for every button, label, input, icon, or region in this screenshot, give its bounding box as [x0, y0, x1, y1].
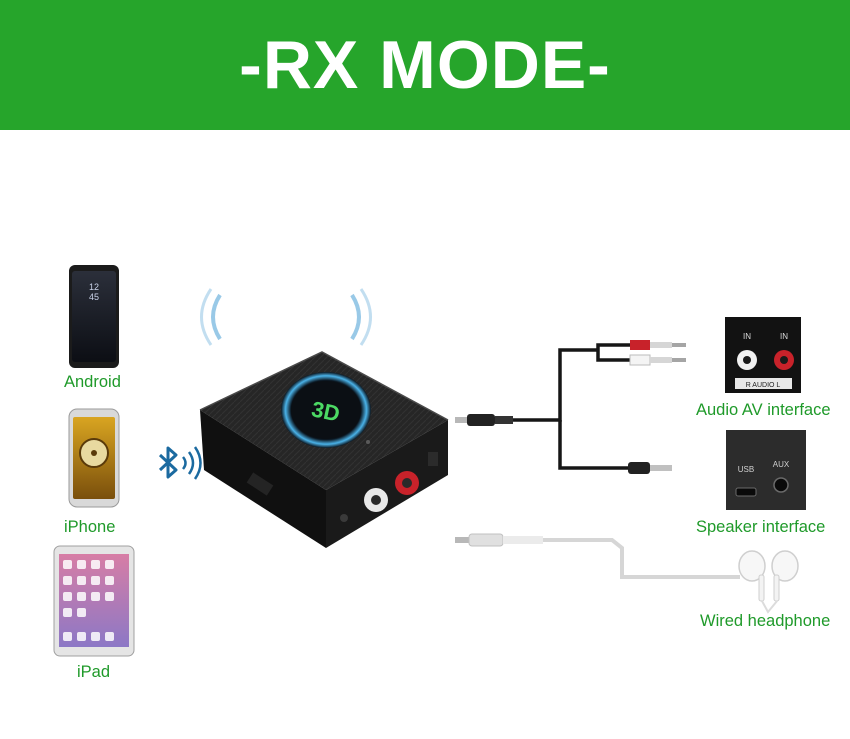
banner-title: -RX MODE- [239, 27, 611, 103]
svg-text:45: 45 [89, 292, 99, 302]
android-label: Android [64, 373, 121, 391]
rca-plug-red [630, 340, 686, 350]
iphone-label: iPhone [64, 518, 116, 536]
receiver-badge: 3D [309, 396, 342, 426]
rca-plug-white [629, 354, 686, 366]
svg-text:12: 12 [89, 282, 99, 292]
wired-headphone-label: Wired headphone [700, 612, 831, 630]
svg-text:AUX: AUX [773, 460, 790, 469]
audio-av-panel-icon: IN IN R AUDIO L [725, 317, 801, 393]
headphone-cable [540, 538, 740, 579]
audio-av-interface-label: Audio AV interface [696, 401, 831, 419]
speaker-interface-label: Speaker interface [696, 518, 826, 536]
svg-text:R AUDIO L: R AUDIO L [746, 382, 781, 389]
headphone-plug [455, 533, 543, 547]
jack-plug-left [455, 414, 513, 426]
ipad-icon [53, 545, 135, 657]
svg-text:IN: IN [743, 332, 751, 341]
ipad-label: iPad [77, 663, 111, 681]
earphones-icon [738, 550, 799, 614]
android-phone-icon: 12 45 [69, 265, 119, 368]
jack-plug-right [628, 462, 672, 474]
title-banner: -RX MODE- [0, 0, 850, 130]
aux-cable [512, 343, 632, 470]
bluetooth-icon [158, 446, 202, 480]
svg-text:USB: USB [738, 465, 754, 474]
svg-text:IN: IN [780, 332, 788, 341]
speaker-panel-icon: USB AUX [726, 430, 806, 510]
signal-waves-icon [200, 288, 372, 346]
bluetooth-receiver-icon: 3D [199, 351, 449, 548]
iphone-icon [68, 408, 120, 508]
